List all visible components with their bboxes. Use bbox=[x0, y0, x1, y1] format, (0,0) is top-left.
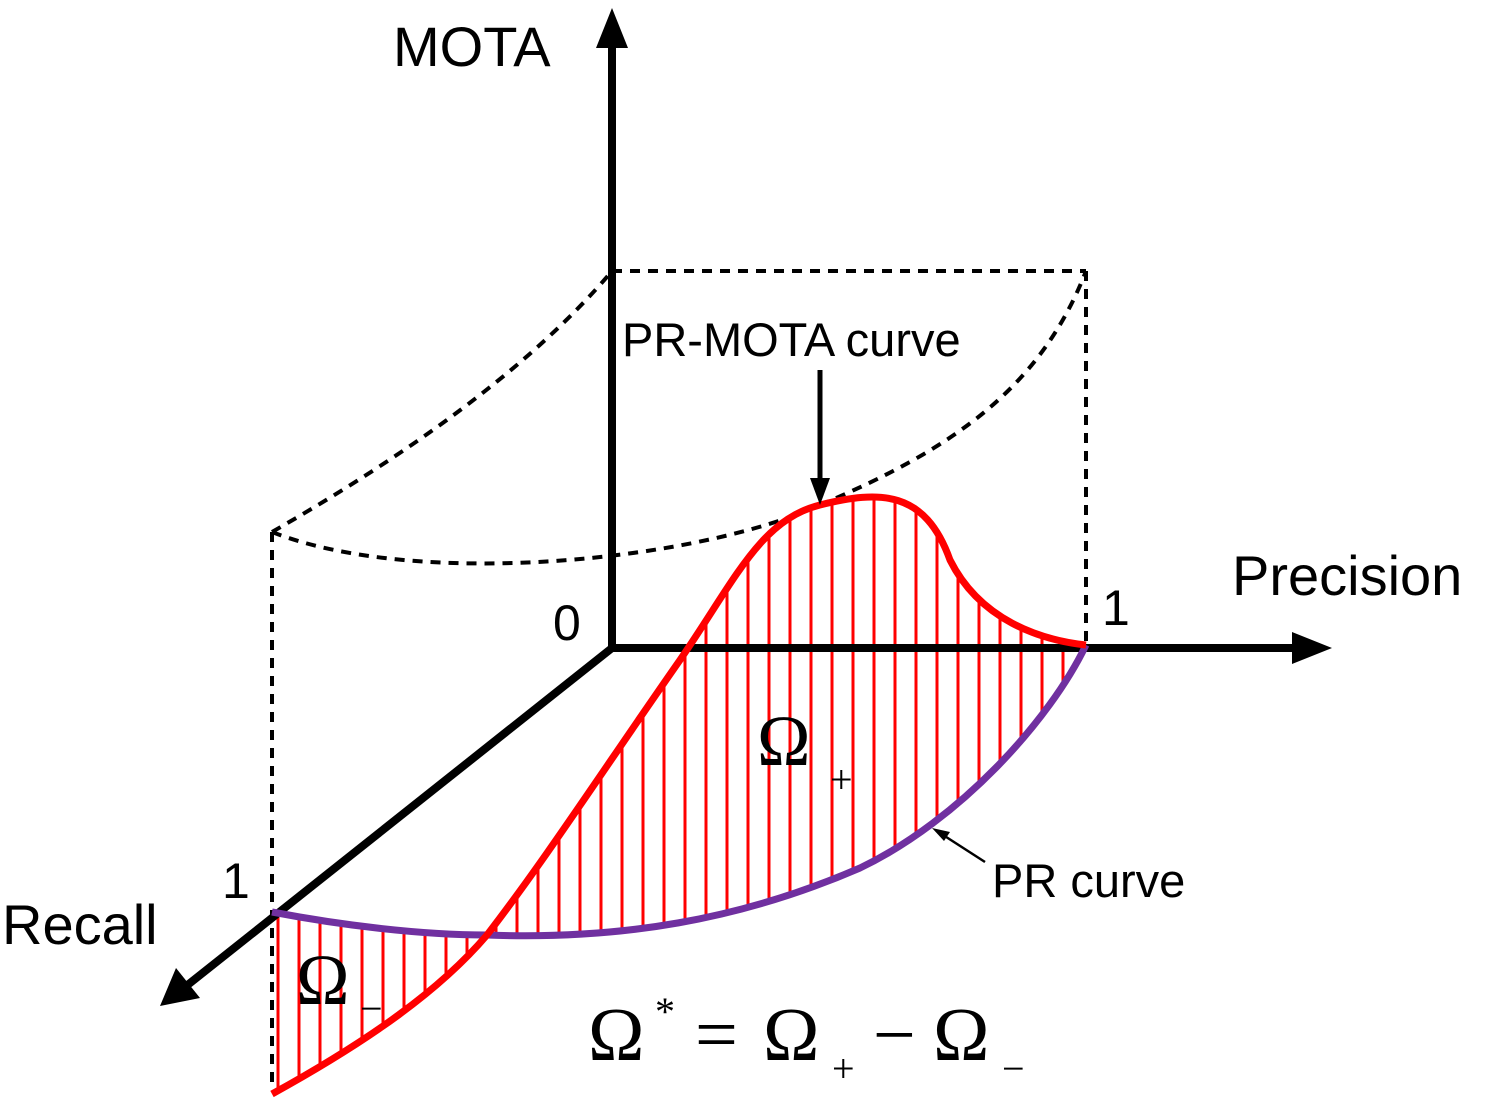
omega-minus-symbol: Ω bbox=[296, 940, 350, 1020]
formula-term2: Ω bbox=[933, 993, 989, 1077]
omega-minus-label: Ω − bbox=[296, 940, 383, 1031]
dashed-guides bbox=[270, 269, 1088, 1085]
pr-mota-pointer-head bbox=[810, 478, 830, 505]
recall-one-label: 1 bbox=[222, 853, 250, 909]
formula-term1: Ω bbox=[763, 993, 819, 1077]
formula-minus: − bbox=[873, 993, 916, 1077]
origin-label: 0 bbox=[553, 595, 581, 651]
recall-arrowhead bbox=[160, 968, 200, 1006]
dashed-left-arc bbox=[271, 269, 614, 534]
recall-axis-line bbox=[182, 644, 615, 991]
mota-axis-label: MOTA bbox=[393, 15, 551, 78]
formula-term2-subscript: − bbox=[1002, 1046, 1025, 1091]
pr-curve-pointer-head bbox=[932, 828, 950, 841]
precision-arrowhead bbox=[1292, 632, 1332, 664]
omega-minus-subscript: − bbox=[360, 986, 383, 1031]
omega-star-formula: Ω * = Ω + − Ω − bbox=[588, 989, 1025, 1091]
omega-plus-subscript: + bbox=[830, 757, 853, 802]
precision-one-label: 1 bbox=[1102, 580, 1130, 636]
axis-arrowheads bbox=[160, 8, 1332, 1006]
pr-mota-curve-line bbox=[270, 493, 1087, 1098]
pr-mota-curve-label: PR-MOTA curve bbox=[622, 313, 961, 366]
omega-plus-symbol: Ω bbox=[757, 701, 811, 781]
precision-axis-label: Precision bbox=[1232, 544, 1462, 607]
axes bbox=[182, 40, 1300, 991]
formula-equals: = bbox=[695, 993, 738, 1077]
pr-curve-line bbox=[271, 643, 1090, 940]
mota-arrowhead bbox=[596, 8, 628, 48]
pr-curve-pointer-line bbox=[939, 831, 986, 864]
omega-plus-label: Ω + bbox=[757, 701, 853, 802]
recall-axis-label: Recall bbox=[2, 893, 158, 956]
formula-lhs-superscript: * bbox=[655, 989, 675, 1034]
formula-lhs: Ω bbox=[588, 993, 644, 1077]
pr-curve-label: PR curve bbox=[992, 854, 1185, 907]
formula-term1-subscript: + bbox=[832, 1046, 855, 1091]
